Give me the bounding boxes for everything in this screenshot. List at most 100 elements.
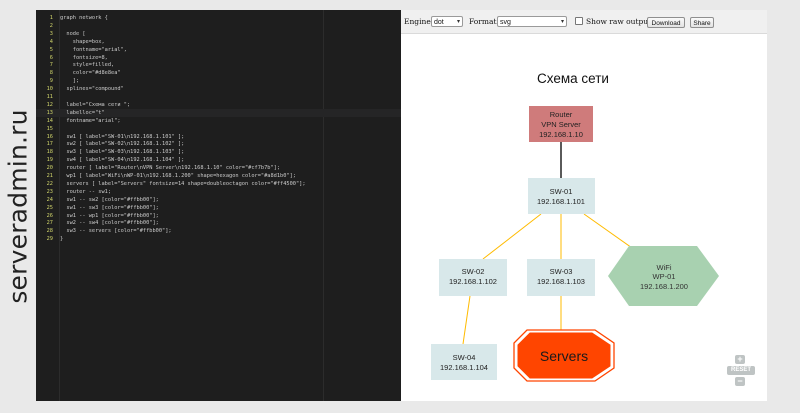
code-text: ]; [60, 78, 80, 85]
node-wp1-shape [608, 246, 719, 306]
code-text: label="Схема сети "; [60, 101, 131, 108]
node-sw1-line-1: SW-01 [550, 187, 573, 196]
code-line[interactable]: 28 sw3 -- servers [color="#ffbb00"]; [36, 227, 401, 235]
code-line[interactable]: 23 router -- sw1; [36, 188, 401, 196]
code-text: sw2 [ label="SW-02\n192.168.1.102" ]; [60, 141, 185, 148]
code-text: sw3 [ label="SW-03\n192.168.1.103" ]; [60, 149, 185, 156]
edge-sw1-sw2 [482, 213, 542, 260]
code-text: servers [ label="Servers" fontsize=14 sh… [60, 180, 306, 187]
line-number: 6 [49, 54, 53, 61]
line-number: 3 [49, 30, 53, 37]
code-line[interactable]: 3 node [ [36, 30, 401, 38]
chevron-down-icon: ▾ [560, 19, 564, 25]
engine-select[interactable]: dot ▾ [431, 16, 463, 27]
line-number: 14 [46, 117, 53, 124]
code-line[interactable]: 8 color="#d8e8ea" [36, 69, 401, 77]
node-sw4-line-2: 192.168.1.104 [440, 363, 488, 372]
line-number: 4 [49, 38, 53, 45]
node-sw1[interactable]: SW-01 192.168.1.101 [528, 178, 595, 214]
code-line[interactable]: 24 sw1 -- sw2 [color="#ffbb00"]; [36, 196, 401, 204]
code-line[interactable]: 20 router [ label="Router\nVPN Server\n1… [36, 164, 401, 172]
code-line[interactable]: 15 [36, 125, 401, 133]
node-sw3-line-1: SW-03 [550, 267, 573, 276]
print-margin [323, 10, 324, 401]
code-line[interactable]: 17 sw2 [ label="SW-02\n192.168.1.102" ]; [36, 140, 401, 148]
node-sw4-line-1: SW-04 [453, 353, 476, 362]
code-line[interactable]: 26 sw1 -- wp1 [color="#ffbb00"]; [36, 212, 401, 220]
raw-output-label[interactable]: Show raw output [586, 17, 652, 26]
code-text: } [60, 236, 64, 243]
line-number: 25 [46, 204, 53, 211]
line-number: 27 [46, 220, 53, 227]
code-line[interactable]: 12 label="Схема сети "; [36, 101, 401, 109]
node-wp1[interactable]: WiFi WP-01 192.168.1.200 [608, 246, 719, 306]
code-line[interactable]: 14 fontname="arial"; [36, 117, 401, 125]
code-line[interactable]: 22 servers [ label="Servers" fontsize=14… [36, 180, 401, 188]
node-sw4[interactable]: SW-04 192.168.1.104 [431, 344, 497, 380]
code-text: router [ label="Router\nVPN Server\n192.… [60, 165, 281, 172]
zoom-reset-button[interactable]: RESET [727, 366, 755, 375]
line-number: 18 [46, 149, 53, 156]
code-line[interactable]: 11 [36, 93, 401, 101]
node-wp1-line-2: WP-01 [653, 272, 676, 281]
line-number: 24 [46, 196, 53, 203]
format-select-value: svg [500, 19, 511, 26]
node-wp1-line-1: WiFi [657, 263, 672, 272]
zoom-in-button[interactable]: + [735, 355, 745, 364]
code-line[interactable]: 5 fontname="arial", [36, 46, 401, 54]
code-line[interactable]: 2 [36, 22, 401, 30]
node-servers[interactable]: Servers [513, 329, 615, 382]
node-sw2[interactable]: SW-02 192.168.1.102 [439, 259, 507, 296]
code-text: fontname="arial", [60, 46, 127, 53]
line-number: 29 [46, 236, 53, 243]
code-line[interactable]: 19 sw4 [ label="SW-04\n192.168.1.104" ]; [36, 156, 401, 164]
code-text: style=filled, [60, 62, 115, 69]
node-sw3[interactable]: SW-03 192.168.1.103 [527, 259, 595, 296]
zoom-out-button[interactable]: − [735, 377, 745, 386]
code-text: sw2 -- sw4 [color="#ffbb00"]; [60, 220, 159, 227]
line-number: 23 [46, 188, 53, 195]
node-router-line-3: 192.168.1.10 [539, 130, 583, 139]
code-text: fontname="arial"; [60, 117, 121, 124]
format-select[interactable]: svg ▾ [497, 16, 567, 27]
share-button[interactable]: Share [690, 17, 714, 28]
toolbar: Engine: dot ▾ Format: svg ▾ Show raw out… [401, 10, 767, 34]
node-router-line-2: VPN Server [541, 120, 581, 129]
line-number: 17 [46, 141, 53, 148]
code-line[interactable]: 9 ]; [36, 77, 401, 85]
line-number: 11 [46, 94, 53, 100]
code-line[interactable]: 13 labelloc="t" [36, 108, 401, 117]
code-text: sw1 -- wp1 [color="#ffbb00"]; [60, 212, 159, 219]
code-line[interactable]: 21 wp1 [ label="WiFi\nWP-01\n192.168.1.2… [36, 172, 401, 180]
line-number: 16 [46, 133, 53, 140]
node-sw3-shape [527, 259, 595, 296]
graph-canvas[interactable]: Схема сети Router VPN Server 192.168.1.1… [401, 34, 767, 401]
line-number: 20 [46, 165, 53, 172]
node-router[interactable]: Router VPN Server 192.168.1.10 [529, 106, 593, 142]
raw-output-checkbox[interactable] [575, 17, 583, 25]
code-line[interactable]: 25 sw1 -- sw3 [color="#ffbb00"]; [36, 204, 401, 212]
code-line[interactable]: 4 shape=box, [36, 38, 401, 46]
graph-edges [462, 142, 643, 345]
code-line[interactable]: 29} [36, 235, 401, 243]
code-line[interactable]: 16 sw1 [ label="SW-01\n192.168.1.101" ]; [36, 133, 401, 141]
code-text: sw4 [ label="SW-04\n192.168.1.104" ]; [60, 157, 185, 164]
code-line[interactable]: 7 style=filled, [36, 61, 401, 69]
code-text: node [ [60, 30, 86, 37]
line-number: 2 [49, 22, 53, 29]
download-button[interactable]: Download [647, 17, 685, 28]
line-number: 1 [49, 15, 53, 21]
watermark: serveradmin.ru [2, 0, 34, 413]
code-text: color="#d8e8ea" [60, 70, 121, 77]
code-text: labelloc="t" [60, 109, 105, 116]
line-number: 5 [49, 46, 53, 53]
code-line[interactable]: 6 fontsize=8, [36, 54, 401, 62]
node-router-shape [529, 106, 593, 142]
code-line[interactable]: 27 sw2 -- sw4 [color="#ffbb00"]; [36, 219, 401, 227]
line-number: 8 [49, 70, 53, 77]
code-line[interactable]: 18 sw3 [ label="SW-03\n192.168.1.103" ]; [36, 148, 401, 156]
code-line[interactable]: 10 splines="compound" [36, 85, 401, 93]
code-text: shape=box, [60, 38, 105, 45]
